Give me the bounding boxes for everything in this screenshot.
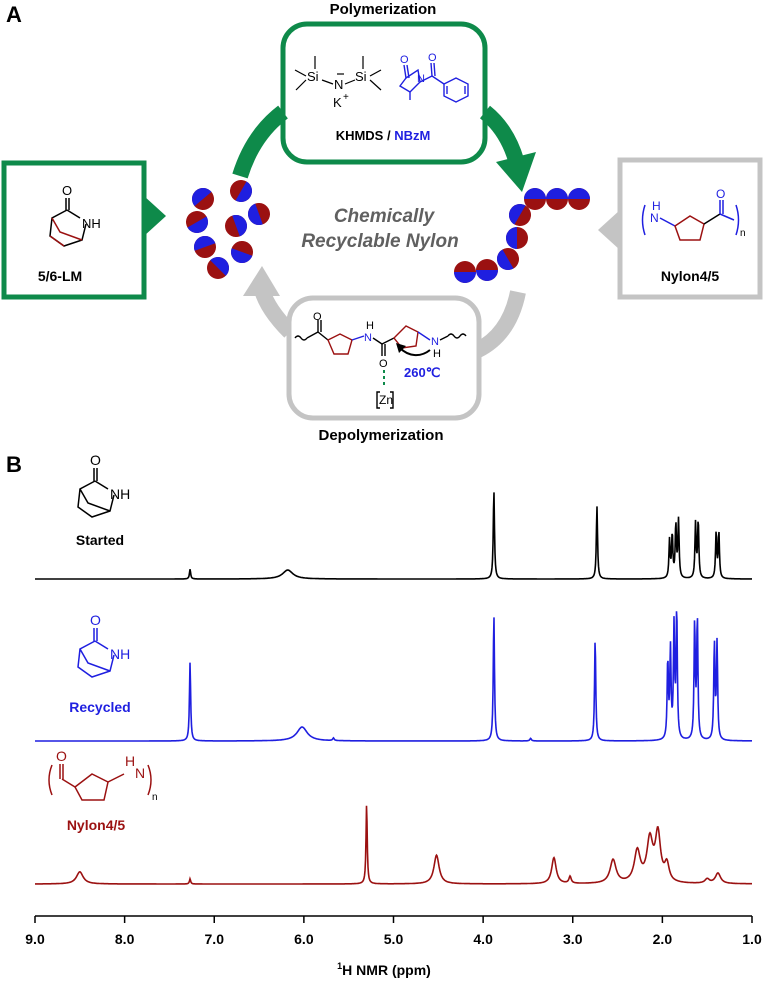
monomer-box [1,160,147,300]
panel-a-letter: A [6,2,22,27]
monomer-pointer [144,196,166,236]
polymer-pointer [598,210,620,250]
polymer-n-sub: n [740,228,746,239]
polymerization-box [280,21,488,165]
polymer-o: O [716,187,725,201]
center-title-line2: Recyclable Nylon [301,231,458,252]
khmds-si-right: Si [355,69,367,84]
monomer-structure [49,198,87,247]
started-nh: NH [110,486,130,502]
recycled-structure [77,628,115,678]
chain-ball [524,188,546,210]
depoly-h-top: H [366,320,374,332]
monomer-ball [186,211,208,233]
depoly-nh: N [431,336,439,348]
polymer-h: H [652,199,661,213]
x-tick-label: 8.0 [115,931,135,947]
monomer-ball [231,241,253,263]
started-structure [77,468,115,518]
khmds-counterion: K [333,95,342,110]
polymerization-title: Polymerization [330,1,437,18]
polymer-chain-balls [454,188,590,283]
depolymerization-arrowhead [243,266,280,296]
monomer-ball [192,188,214,210]
x-tick-label: 1.0 [742,931,762,947]
depoly-n-mid: N [364,332,372,344]
depolymerization-title: Depolymerization [318,427,443,444]
x-tick-label: 3.0 [563,931,583,947]
nylon-sub: n [152,792,158,803]
x-tick-label: 4.0 [473,931,493,947]
depoly-h-bottom: H [433,348,441,360]
polymer-n: N [650,211,659,225]
nylon-o: O [56,748,67,764]
polymer-label: Nylon4/5 [661,268,720,284]
nylon-n: N [135,765,145,781]
started-o: O [90,452,101,468]
panel-b-letter: B [6,452,22,477]
spectrum-trace-recycled [35,611,752,742]
khmds-structure: Si N Si K + [294,56,382,110]
x-tick-label: 2.0 [653,931,673,947]
center-title-line1: Chemically [334,206,436,227]
chain-ball [506,227,528,249]
nbzm-o-right: O [428,52,437,64]
started-label: Started [76,532,124,548]
chain-ball [546,188,568,210]
monomer-balls [186,180,270,279]
recycled-o: O [90,612,101,628]
chain-ball [454,261,476,283]
catalyst-line: KHMDS / NBzM [336,128,431,143]
x-tick-label: 9.0 [25,931,45,947]
nbzm-structure [398,62,469,103]
temperature-label: 260℃ [404,365,440,380]
x-axis-label: 1H NMR (ppm) [337,961,431,978]
depoly-curl-arrowhead [396,343,406,353]
spectrum-trace-nylon4-5 [35,805,752,885]
nylon-structure [48,764,152,801]
monomer-ball [194,236,216,258]
recycled-nh: NH [110,646,130,662]
x-tick-label: 5.0 [384,931,404,947]
chain-ball [497,248,519,270]
spectrum-trace-started [35,492,752,580]
x-tick-label: 6.0 [294,931,314,947]
monomer-label: 5/6-LM [38,268,82,284]
polymerization-arrowhead [496,152,536,192]
nbzm-o-left: O [400,54,409,66]
nylon-label: Nylon4/5 [67,817,126,833]
x-tick-label: 7.0 [205,931,225,947]
monomer-nh: NH [82,216,101,231]
nbzm-n: N [417,73,425,85]
depoly-o-bottom: O [379,358,388,370]
x-axis: 9.0 8.0 7.0 6.0 5.0 4.0 3.0 2.0 1.0 [25,915,762,947]
recycled-label: Recycled [69,699,130,715]
monomer-ball [225,215,247,237]
depolymerization-box [286,295,482,421]
depoly-o-left: O [313,311,322,323]
khmds-charge: + [343,92,349,103]
nylon-h: H [125,753,135,769]
khmds-si-left: Si [307,69,319,84]
khmds-n: N [334,77,343,92]
nmr-spectra [35,492,752,885]
zinc-label: Zn [379,393,393,407]
polymer-structure [641,200,740,241]
chain-ball [509,204,531,226]
polymerization-arrow [232,105,524,179]
chain-ball [568,188,590,210]
monomer-ball [230,180,252,202]
monomer-ball [207,257,229,279]
monomer-o: O [62,183,72,198]
monomer-ball [248,203,270,225]
chain-ball [476,259,498,281]
